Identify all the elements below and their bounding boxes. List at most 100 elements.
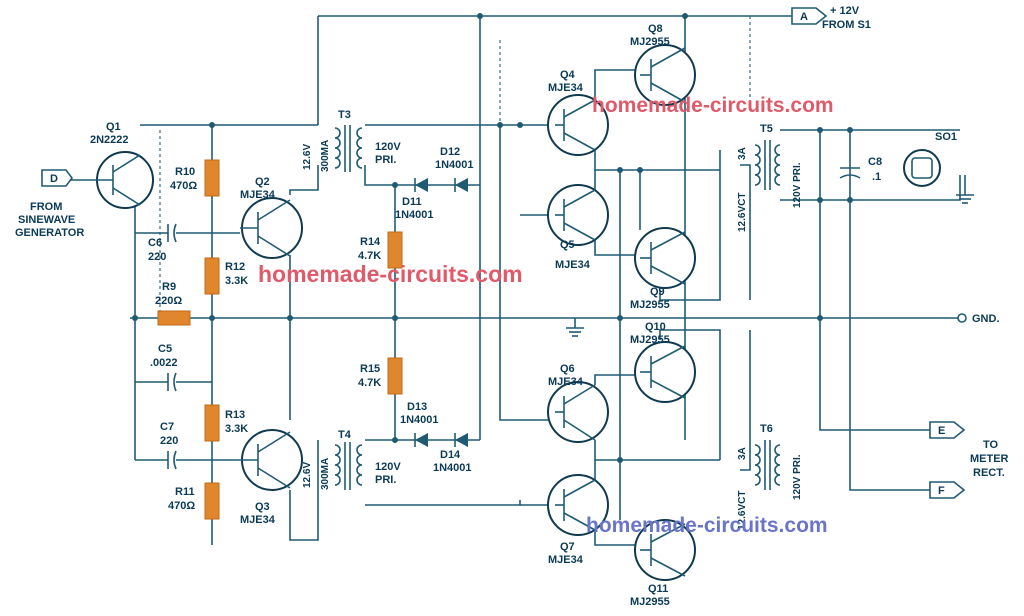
q3-part-label: MJE34: [240, 514, 276, 526]
d11-part-label: 1N4001: [395, 209, 434, 221]
watermark-top: homemade-circuits.com: [592, 94, 834, 117]
t5-ct-label: 12.6VCT: [737, 193, 748, 232]
capacitor-c8: [839, 167, 861, 179]
t4-pri-label: 120V: [375, 461, 401, 473]
gnd-terminal: [957, 313, 967, 323]
junction-dots: [132, 13, 853, 463]
resistor-r9: [157, 310, 191, 326]
socket-so1: [903, 149, 941, 187]
from-sine-label-2: SINEWAVE: [18, 214, 75, 226]
q8-part-label: MJ2955: [630, 36, 670, 48]
transformers: [334, 125, 781, 490]
q4-part-label: MJE34: [548, 82, 584, 94]
transistor-q7: [547, 474, 609, 536]
transistor-q1: [70, 151, 154, 209]
q8-label: Q8: [648, 23, 663, 35]
r12-label: R12: [225, 261, 245, 273]
to-meter-label-2: METER: [970, 453, 1009, 465]
t6-pri-label: 120V PRI.: [792, 454, 803, 500]
diodes: [414, 178, 468, 447]
c6-value: 220: [148, 251, 166, 263]
q3-label: Q3: [255, 501, 270, 513]
capacitor-c5: [135, 372, 212, 392]
t4-pri2-label: PRI.: [375, 474, 396, 486]
transistor-q11: [634, 519, 696, 581]
r13-label: R13: [225, 409, 245, 421]
transistor-q5: [547, 184, 609, 246]
transistor-q2: [240, 197, 303, 259]
resistor-r13: [204, 404, 220, 442]
r10-value: 470Ω: [170, 180, 197, 192]
r9-value: 220Ω: [155, 295, 182, 307]
connector-d-label: D: [50, 173, 58, 185]
capacitor-c7: [135, 450, 240, 470]
t4-current-label: 300MA: [320, 458, 331, 490]
q9-part-label: MJ2955: [630, 299, 670, 311]
t5-current-label: 3A: [737, 147, 748, 160]
q6-part-label: MJE34: [548, 376, 584, 388]
transformer-t3: [334, 125, 363, 172]
c6-label: C6: [148, 237, 162, 249]
t3-pri2-label: PRI.: [375, 154, 396, 166]
c7-label: C7: [160, 421, 174, 433]
t3-current-label: 300MA: [320, 140, 331, 172]
ground-symbol: [566, 318, 584, 337]
to-meter-label-3: RECT.: [973, 467, 1005, 479]
c8-label: C8: [868, 156, 882, 168]
connector-e-label: E: [938, 425, 945, 437]
connector-a: A: [791, 7, 828, 25]
r14-value: 4.7K: [358, 250, 381, 262]
transformer-t4: [334, 442, 363, 490]
transistors: [70, 44, 696, 581]
watermark-middle: homemade-circuits.com: [258, 261, 523, 287]
q6-label: Q6: [560, 363, 575, 375]
q1-label: Q1: [106, 121, 121, 133]
from-s1-label: FROM S1: [822, 19, 871, 31]
q4-label: Q4: [560, 69, 576, 81]
resistor-r11: [204, 482, 220, 520]
socket-ground-symbol: [956, 175, 974, 204]
so1-label: SO1: [935, 131, 957, 143]
c5-label: C5: [158, 343, 172, 355]
d13-label: D13: [407, 401, 427, 413]
connector-f: F: [929, 481, 966, 499]
diode-d14: [454, 433, 468, 447]
c5-value: .0022: [150, 357, 178, 369]
r10-label: R10: [175, 166, 195, 178]
q5-part-label: MJE34: [555, 259, 591, 271]
transistor-q8: [634, 44, 696, 106]
t3-pri-label: 120V: [375, 141, 401, 153]
c7-value: 220: [160, 435, 178, 447]
connector-a-label: A: [800, 11, 808, 23]
q10-label: Q10: [645, 321, 666, 333]
q10-part-label: MJ2955: [630, 334, 670, 346]
r14-label: R14: [360, 236, 381, 248]
r13-value: 3.3K: [225, 423, 248, 435]
q7-label: Q7: [560, 541, 575, 553]
q5-label: Q5: [560, 239, 575, 251]
t6-label: T6: [760, 423, 773, 435]
r15-label: R15: [360, 363, 380, 375]
transformer-t5: [754, 140, 781, 190]
r11-value: 470Ω: [168, 500, 195, 512]
diode-d13: [414, 433, 428, 447]
q9-label: Q9: [650, 286, 665, 298]
d12-label: D12: [440, 146, 460, 158]
transistor-q6: [547, 381, 609, 443]
plus12-label: + 12V: [830, 5, 860, 17]
d14-part-label: 1N4001: [433, 462, 472, 474]
q11-part-label: MJ2955: [630, 596, 670, 608]
t3-voltage-label: 12.6V: [302, 144, 313, 170]
q7-part-label: MJE34: [548, 554, 584, 566]
from-sine-label-1: FROM: [30, 201, 62, 213]
d12-part-label: 1N4001: [435, 159, 474, 171]
t5-label: T5: [760, 123, 773, 135]
connector-d: D: [41, 169, 73, 187]
resistors: [157, 159, 403, 520]
gnd-label: GND.: [972, 313, 1000, 325]
d13-part-label: 1N4001: [400, 414, 439, 426]
from-sine-label-3: GENERATOR: [15, 227, 84, 239]
transistor-q4: [547, 94, 609, 156]
